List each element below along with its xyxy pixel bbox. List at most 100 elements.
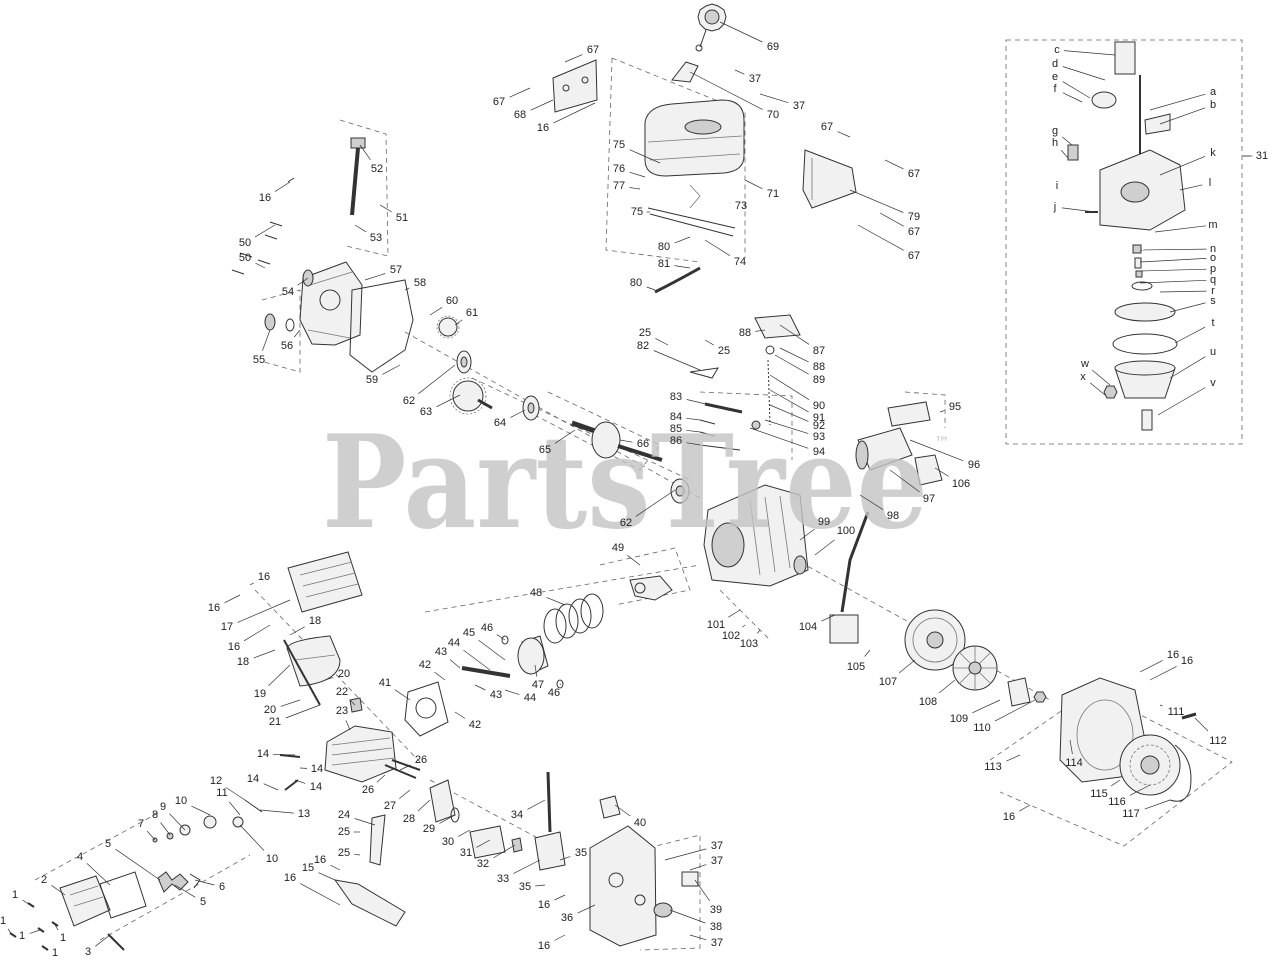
leader-line — [259, 809, 294, 814]
callout-label: 1 — [60, 932, 66, 944]
fuel-tank-bracket — [671, 61, 699, 83]
leader-line — [769, 404, 809, 422]
fuel-tank-support-bracket — [802, 149, 857, 209]
dashed-guide-lines — [34, 39, 1250, 951]
leader-line — [934, 467, 949, 477]
leader-line — [939, 410, 945, 413]
callout-label: 10 — [175, 795, 187, 807]
callout-label: u — [1210, 346, 1216, 358]
callout-label: 24 — [338, 809, 350, 821]
callout-label: 95 — [949, 401, 961, 413]
heat-deflector — [333, 879, 406, 927]
leader-line — [759, 93, 789, 104]
leader-line — [530, 99, 554, 111]
leader-line — [463, 649, 491, 671]
leader-line — [674, 236, 691, 244]
callout-label: 26 — [415, 754, 427, 766]
leader-line — [1061, 136, 1073, 146]
callout-label: 22 — [336, 686, 348, 698]
leader-line — [1159, 704, 1163, 707]
leader-line — [458, 829, 471, 837]
callout-label: 52 — [371, 163, 383, 175]
callout-label: 57 — [390, 264, 402, 276]
valve-springs-and-retainers — [152, 799, 263, 843]
leader-line — [635, 489, 676, 517]
leader-line — [527, 799, 546, 810]
leader-line — [857, 224, 904, 251]
callout-label: 26 — [362, 784, 374, 796]
leader-line — [1019, 804, 1031, 812]
leader-line — [174, 884, 196, 898]
leader-line — [224, 594, 241, 604]
leader-line — [799, 528, 815, 541]
callout-label: n — [1210, 243, 1216, 255]
leader-line — [1139, 660, 1163, 673]
callout-label: m — [1208, 219, 1217, 231]
callout-label: 14 — [311, 763, 323, 775]
callout-label: 20 — [264, 704, 276, 716]
callout-label: 85 — [670, 423, 682, 435]
callout-label: 37 — [711, 840, 723, 852]
leader-line — [253, 649, 276, 659]
callout-label: 74 — [734, 256, 746, 268]
callout-label: 16 — [314, 854, 326, 866]
callout-label: 1 — [19, 930, 25, 942]
callout-label: 1 — [0, 915, 6, 927]
leader-line — [449, 659, 461, 669]
callout-label: 107 — [879, 676, 897, 688]
callout-label: 16 — [1181, 655, 1193, 667]
leader-line — [255, 262, 266, 269]
callout-label: h — [1052, 137, 1058, 149]
callout-label: 92 — [813, 420, 825, 432]
callout-label: 16 — [1167, 649, 1179, 661]
callout-label: j — [1053, 201, 1056, 213]
fuel-tank-mount-plate — [552, 59, 598, 113]
callout-label: 7 — [138, 818, 144, 830]
leader-line — [272, 753, 296, 756]
leader-line — [1091, 369, 1111, 386]
main-bearing-1 — [456, 350, 472, 374]
callout-label: 111 — [1168, 706, 1185, 718]
leader-line — [1089, 382, 1106, 396]
callout-label: 35 — [519, 881, 531, 893]
callout-label: 61 — [466, 307, 478, 319]
callout-label: 34 — [511, 809, 523, 821]
callout-label: t — [1211, 317, 1214, 329]
leader-line — [1062, 66, 1106, 81]
callout-label: 67 — [908, 226, 920, 238]
leader-line — [864, 649, 871, 657]
callout-label: 31 — [1256, 150, 1268, 162]
callout-label: 88 — [813, 361, 825, 373]
callout-label: 56 — [281, 340, 293, 352]
callout-label: 112 — [1209, 735, 1227, 747]
callout-label: r — [1211, 285, 1215, 297]
leader-line — [239, 824, 265, 851]
callout-label: 5 — [105, 838, 111, 850]
leader-line — [274, 181, 291, 192]
ignition-coil — [829, 511, 870, 644]
callout-label: 48 — [530, 587, 542, 599]
leader-line — [779, 324, 810, 345]
callout-label: 58 — [414, 277, 426, 289]
leader-line — [757, 629, 761, 634]
callout-label: 82 — [637, 340, 649, 352]
leader-line — [779, 347, 809, 363]
leader-line — [394, 689, 411, 701]
callout-label: 41 — [379, 677, 391, 689]
callout-label: 106 — [952, 478, 970, 490]
leader-line — [909, 439, 964, 462]
callout-label: i — [1056, 180, 1058, 192]
rocker-arms — [157, 871, 201, 893]
crankcase-cover-bolts — [231, 177, 295, 275]
callout-label: v — [1210, 377, 1216, 389]
leader-line — [513, 859, 541, 874]
leader-line — [429, 307, 443, 316]
callout-label: 77 — [613, 180, 625, 192]
leader-line — [115, 848, 161, 881]
leader-line — [694, 879, 710, 902]
callout-label: 81 — [658, 258, 670, 270]
callout-label: 114 — [1065, 757, 1083, 769]
callout-label: 64 — [494, 417, 506, 429]
crankshaft — [571, 420, 663, 462]
muffler-studs — [283, 639, 321, 706]
